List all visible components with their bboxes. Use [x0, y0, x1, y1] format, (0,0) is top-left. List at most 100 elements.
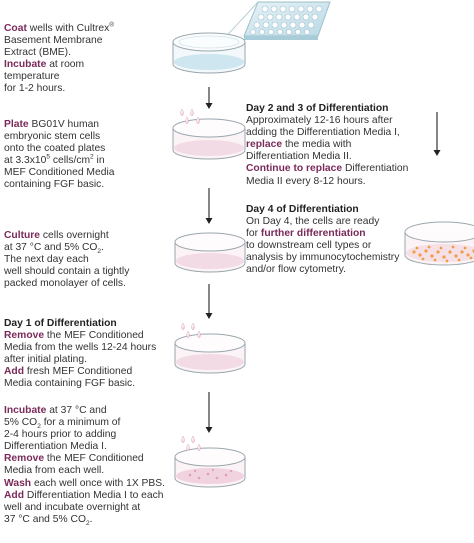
highlight-text: Incubate	[4, 59, 47, 71]
superscript: ®	[109, 21, 115, 29]
body-text: 37 °C and 5% CO	[4, 513, 86, 525]
text-line: Media II every 8-12 hours.	[246, 176, 408, 188]
text-line: containing FGF basic.	[4, 179, 114, 191]
body-text: to downstream cell types or	[246, 240, 372, 252]
body-text: On Day 4, the cells are ready	[246, 216, 380, 228]
body-text: the MEF Conditioned	[44, 330, 144, 342]
body-text: fresh MEF Conditioned	[24, 366, 133, 378]
down-arrow-icon	[433, 112, 441, 156]
step-heading: Day 1 of Differentiation	[4, 318, 117, 329]
body-text: Media from the wells 12-24 hours	[4, 342, 157, 354]
body-text: adding the Differentiation Media I,	[246, 127, 400, 139]
highlight-text: replace	[246, 139, 283, 151]
superscript: 5	[46, 153, 50, 161]
petri-dish-icon	[172, 32, 246, 74]
petri-dish-icon	[174, 232, 246, 273]
body-text: MEF Conditioned Media	[4, 167, 115, 179]
body-text: BG01V human	[28, 119, 100, 130]
body-text: for 1-2 hours.	[4, 83, 66, 95]
text-line: replace the media with	[246, 139, 408, 151]
step-heading: Day 4 of Differentiation	[246, 204, 359, 215]
text-line: Incubate at room	[4, 59, 114, 71]
highlight-text: Culture	[4, 230, 41, 241]
down-arrow-icon	[205, 188, 213, 224]
body-text: at 37 °C and	[46, 405, 107, 416]
text-line: Media from each well.	[4, 465, 165, 477]
body-text: temperature	[4, 71, 60, 83]
petri-dish-icon	[174, 447, 246, 488]
text-line: Differentiation Media II.	[246, 151, 408, 163]
text-line: Basement Membrane	[4, 35, 114, 47]
petri-dish-icon	[404, 221, 474, 266]
body-text: the media with	[282, 139, 352, 151]
text-line: Remove the MEF Conditioned	[4, 330, 156, 342]
text-line: Remove the MEF Conditioned	[4, 453, 165, 465]
text-line: 5% CO2 for a minimum of	[4, 417, 165, 431]
text-line: and/or flow cytometry.	[246, 264, 399, 276]
pipette-drops-icon	[181, 322, 201, 339]
down-arrow-icon	[205, 87, 213, 109]
body-text: in	[93, 155, 105, 167]
body-text: containing FGF basic.	[4, 179, 105, 191]
body-text: cells/cm	[50, 155, 91, 167]
body-text: The next day each	[4, 254, 89, 266]
body-text: Differentiation Media II.	[246, 151, 352, 163]
body-text: analysis by immunocytochemistry	[246, 252, 400, 264]
text-line: Add Differentiation Media I to each	[4, 490, 165, 502]
body-text: Media II every 8-12 hours.	[246, 175, 366, 187]
body-text: cells overnight	[40, 230, 109, 241]
body-text: each well once with 1X PBS.	[31, 477, 166, 489]
highlight-text: Remove	[4, 453, 45, 465]
body-text: packed monolayer of cells.	[4, 278, 126, 290]
highlight-text: Plate	[4, 119, 29, 130]
pipette-drops-icon	[181, 435, 201, 452]
text-line: at 37 °C and 5% CO2.	[4, 242, 129, 256]
body-text: embryonic stem cells	[4, 131, 101, 143]
well-plate-icon	[243, 1, 331, 40]
text-line: packed monolayer of cells.	[4, 278, 129, 290]
text-line: Add fresh MEF Conditioned	[4, 366, 156, 378]
subscript: 2	[97, 248, 102, 256]
text-line: Culture cells overnight	[4, 230, 129, 242]
text-line: Incubate at 37 °C and	[4, 405, 165, 417]
subscript: 2	[85, 519, 90, 527]
body-text: Extract (BME).	[4, 47, 71, 59]
down-arrow-icon	[205, 392, 213, 433]
text-line: temperature	[4, 71, 114, 83]
text-line: well and incubate overnight at	[4, 502, 165, 514]
highlight-text: Incubate	[4, 405, 47, 416]
highlight-text: Wash	[4, 477, 32, 489]
body-text: for a minimum of	[40, 417, 121, 429]
step-coat: Coat wells with Cultrex®Basement Membran…	[4, 21, 115, 96]
body-text: Media containing FGF basic.	[4, 378, 136, 390]
highlight-text: Continue to replace	[246, 163, 343, 175]
body-text: Basement Membrane	[4, 35, 103, 47]
body-text: the MEF Conditioned	[44, 453, 144, 465]
body-text: for	[246, 228, 261, 240]
text-line: 37 °C and 5% CO2.	[4, 513, 165, 527]
text-line: Media containing FGF basic.	[4, 378, 156, 390]
text-line: for 1-2 hours.	[4, 83, 114, 95]
text-line: embryonic stem cells	[4, 131, 114, 143]
subscript: 2	[37, 423, 41, 431]
body-text: 2-4 hours prior to adding	[4, 429, 117, 441]
text-line: Coat wells with Cultrex®	[4, 21, 115, 35]
body-text: Differentiation Media I to each	[24, 489, 164, 501]
text-line: Wash each well once with 1X PBS.	[4, 478, 165, 490]
body-text: at room	[46, 59, 85, 71]
text-line: MEF Conditioned Media	[4, 167, 114, 179]
text-line: Differentiation Media I.	[4, 441, 165, 453]
down-arrow-icon	[205, 284, 213, 319]
text-line: On Day 4, the cells are ready	[246, 216, 399, 228]
text-line: analysis by immunocytochemistry	[246, 252, 399, 264]
body-text: at 3.3x10	[4, 155, 47, 167]
body-text: Media from each well.	[4, 465, 105, 477]
text-line: after initial plating.	[4, 354, 156, 366]
text-line: Media from the wells 12-24 hours	[4, 342, 156, 354]
step-heading: Day 2 and 3 of Differentiation	[246, 103, 389, 114]
body-text: and/or flow cytometry.	[246, 264, 346, 276]
body-text: well and incubate overnight at	[4, 501, 141, 513]
